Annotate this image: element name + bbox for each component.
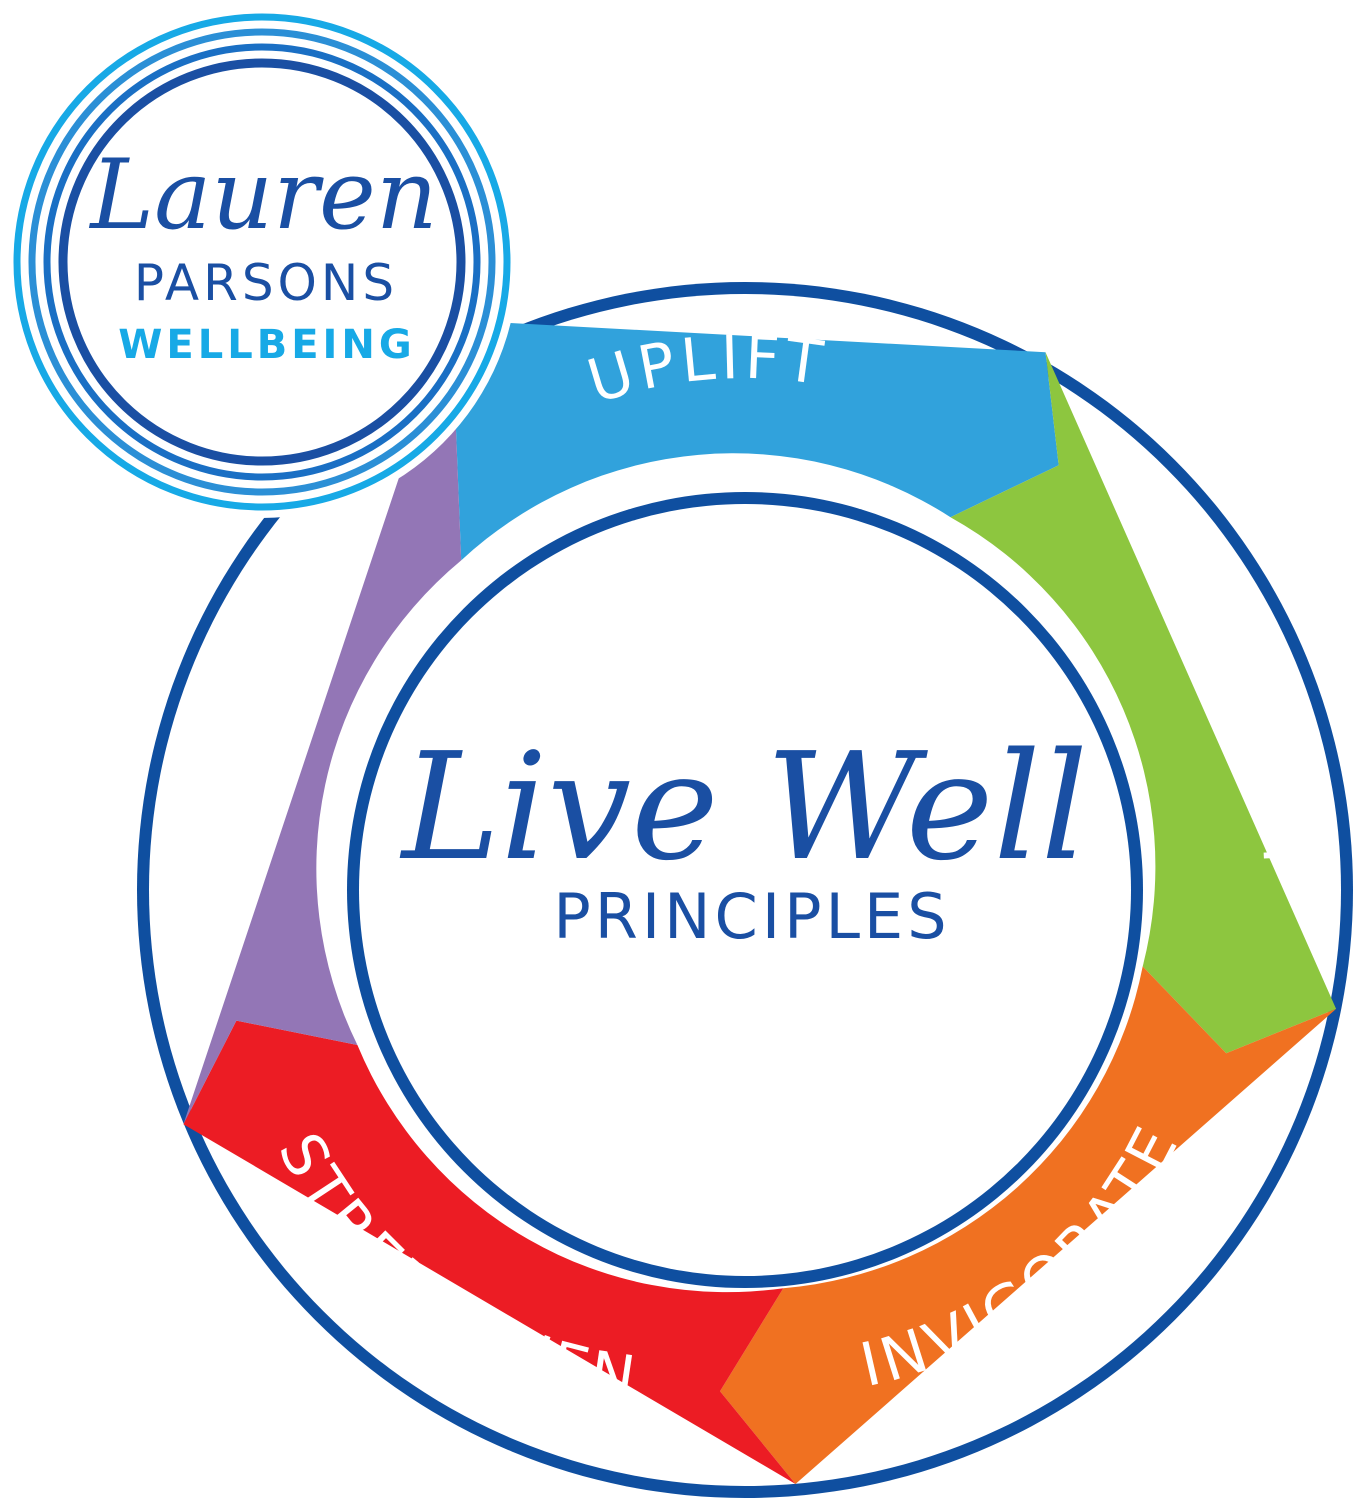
segment-restore[interactable] xyxy=(183,319,462,1125)
wheel-segments xyxy=(183,319,1337,1484)
center-script-title: Live Well xyxy=(399,721,1088,893)
logo-first-name: Lauren xyxy=(88,139,437,251)
logo-ring-3 xyxy=(43,43,481,481)
wheel-inner-hub xyxy=(359,504,1131,1276)
segment-uplift[interactable] xyxy=(451,319,1059,561)
logo-tagline: WELLBEING xyxy=(118,322,415,368)
logo-ring-1 xyxy=(13,13,511,511)
segment-invigorate[interactable] xyxy=(720,966,1337,1484)
logo-badge: Lauren PARSONS WELLBEING xyxy=(6,6,518,518)
segment-nourish[interactable] xyxy=(950,352,1337,1054)
segment-strengthen[interactable] xyxy=(183,1020,796,1484)
logo-ring-4 xyxy=(58,58,466,466)
logo-last-name: PARSONS xyxy=(134,254,398,312)
logo-ring-2 xyxy=(28,28,496,496)
center-title: Live Well PRINCIPLES xyxy=(399,721,1088,953)
logo-outer-white xyxy=(6,6,518,518)
center-caps-title: PRINCIPLES xyxy=(553,880,950,953)
